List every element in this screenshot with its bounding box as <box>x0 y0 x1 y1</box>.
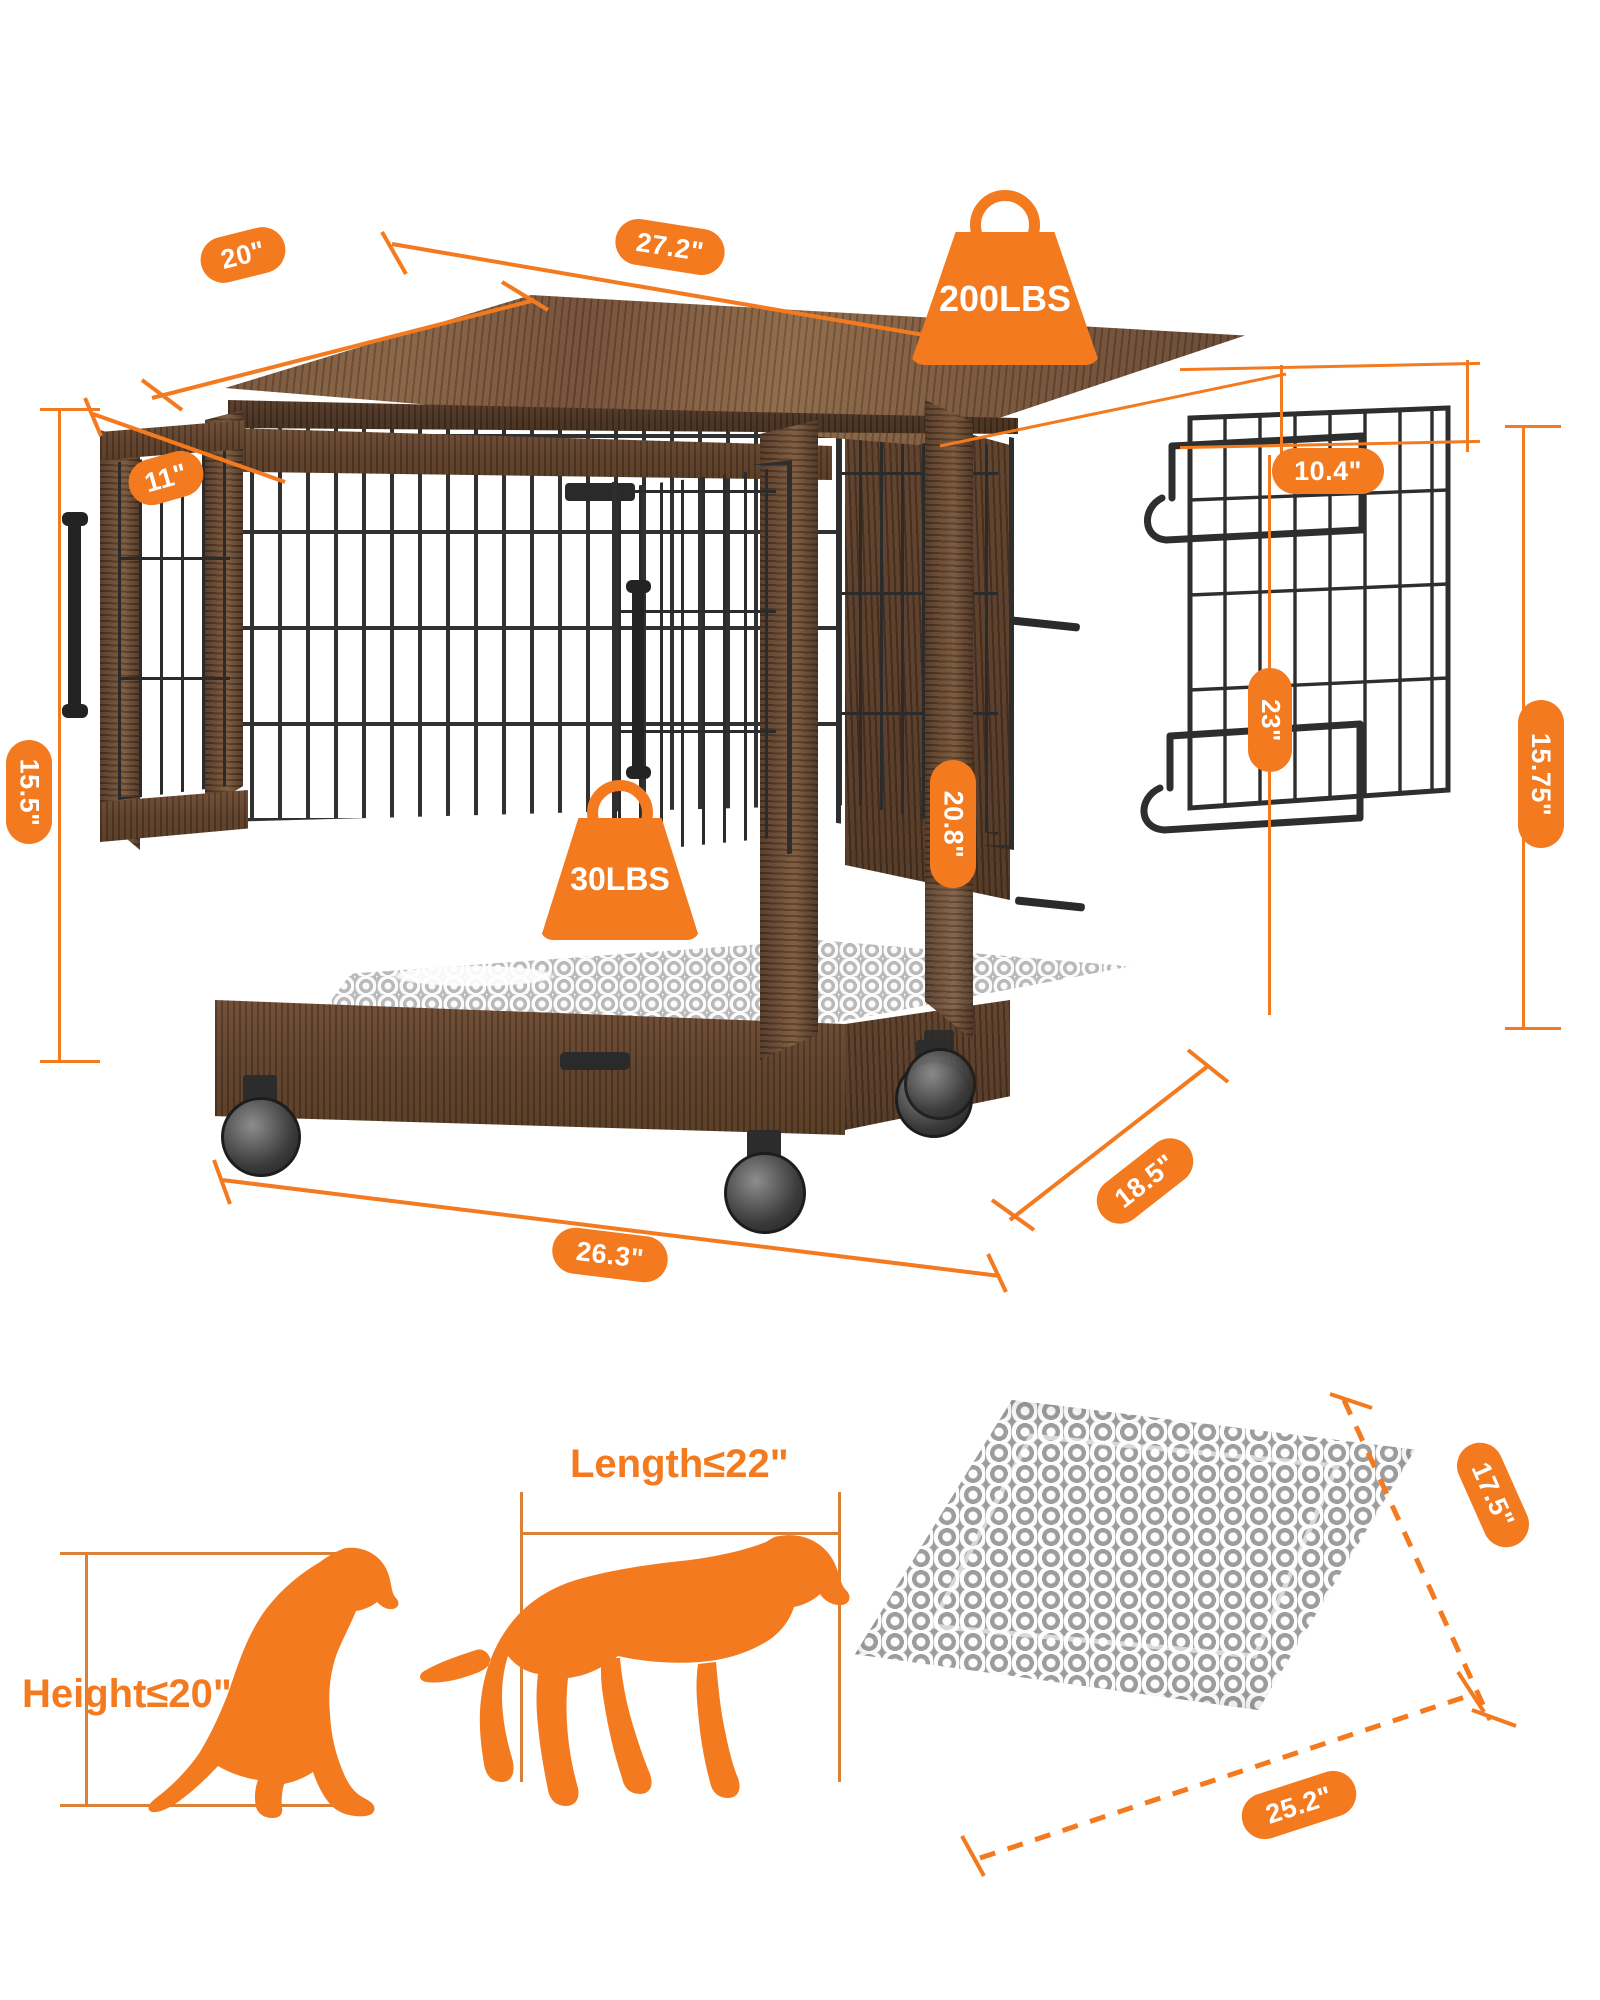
dimension-pill-panel-width: 10.4" <box>1272 448 1384 494</box>
dimension-tick-panel-width-right <box>1466 360 1469 452</box>
dimension-line-top-depth <box>140 280 550 412</box>
dimension-label-panel-height: 23" <box>1255 698 1286 742</box>
dimension-line-base-depth <box>990 1048 1230 1232</box>
dimension-pill-top-depth: 20" <box>195 222 291 288</box>
dimension-label-top-depth: 20" <box>217 234 269 275</box>
dimension-label-inner-height: 20.8" <box>938 790 969 858</box>
dimension-tick-side-height-bottom <box>1505 1027 1561 1030</box>
pet-height-label: Height≤20" <box>22 1672 232 1717</box>
dimension-label-base-width: 26.3" <box>574 1235 646 1274</box>
pet-height-bracket-vertical <box>85 1552 88 1807</box>
dimension-tick-side-height-top <box>1505 425 1561 428</box>
base-latch <box>560 1052 630 1070</box>
front-door-handle[interactable] <box>632 588 644 773</box>
dog-standing-silhouette <box>420 1535 850 1806</box>
dimension-tick-overall-height-bottom <box>40 1060 100 1063</box>
crate-base-front <box>215 1000 845 1135</box>
pet-length-label: Length≤22" <box>570 1442 789 1487</box>
dimension-pill-panel-height: 23" <box>1248 668 1292 772</box>
pet-length-bracket-horizontal <box>520 1532 840 1535</box>
front-door-mesh <box>618 468 776 853</box>
pet-height-label-text: Height≤20" <box>22 1672 232 1716</box>
dimension-label-side-height: 15.75" <box>1526 732 1557 816</box>
side-latch-bar-top <box>1009 616 1081 632</box>
crate-right-post <box>925 400 973 1040</box>
side-latch-bar-bottom <box>1014 896 1086 912</box>
door-handle-top-mount <box>62 512 88 526</box>
dimension-label-overall-height: 15.5" <box>14 758 45 826</box>
dimension-leader-panel-width <box>939 372 1287 448</box>
dimension-tick-overall-height-top <box>40 408 100 411</box>
pet-height-bracket-top <box>60 1552 360 1555</box>
dimension-line-mat-width <box>960 1670 1486 1877</box>
door-mesh <box>118 450 230 800</box>
pet-height-bracket-bottom <box>60 1804 360 1807</box>
dimension-pill-side-height: 15.75" <box>1518 700 1564 848</box>
weight-badge-pet-capacity: 30LBS <box>540 780 700 940</box>
door-handle-bar[interactable] <box>68 520 81 710</box>
weight-label-pet-capacity: 30LBS <box>570 860 670 897</box>
dimension-pill-overall-height: 15.5" <box>6 740 52 844</box>
front-door-handle-bottom-mount <box>626 766 651 779</box>
dimension-label-door-width: 11" <box>141 457 191 498</box>
dimension-line-base-width <box>212 1159 1008 1293</box>
dimension-pill-inner-height: 20.8" <box>930 760 976 888</box>
pet-length-bracket-right <box>838 1492 841 1782</box>
dimension-tick-panel-width-left <box>1280 365 1283 455</box>
dimension-label-panel-width: 10.4" <box>1294 455 1362 486</box>
dog-sitting-silhouette <box>148 1547 399 1818</box>
dimension-line-door-width <box>83 397 286 484</box>
dimension-label-top-width: 27.2" <box>634 226 706 267</box>
caster-front-right <box>718 1130 810 1234</box>
top-rail-latch <box>565 483 635 501</box>
weight-badge-top-capacity: 200LBS <box>910 190 1100 365</box>
door-handle-bottom-mount <box>62 704 88 718</box>
dimension-line-mat-depth <box>1329 1392 1517 1728</box>
weight-label-top-capacity: 200LBS <box>938 277 1072 319</box>
caster-front-left <box>215 1075 305 1177</box>
front-door-handle-top-mount <box>626 580 651 593</box>
pet-length-label-text: Length≤22" <box>570 1442 789 1486</box>
pet-mat-stitch <box>927 1433 1341 1659</box>
dimension-line-overall-height <box>58 408 61 1063</box>
caster-rear-left <box>900 1030 980 1120</box>
